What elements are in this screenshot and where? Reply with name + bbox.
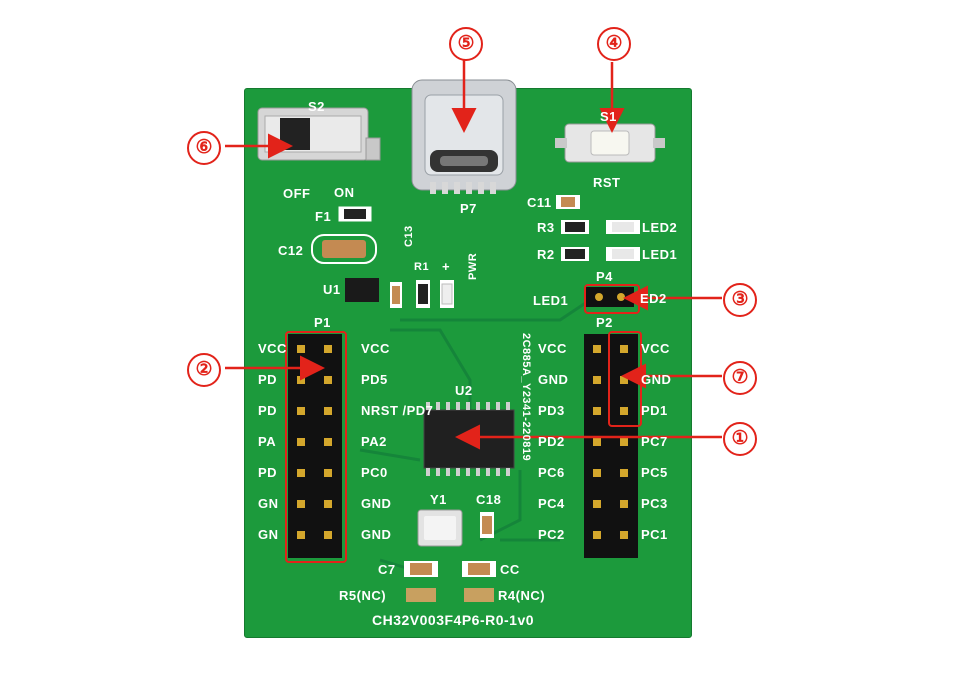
header-pin xyxy=(324,469,332,477)
label-c12: C12 xyxy=(278,243,304,258)
p1-left-pin-label: PD xyxy=(258,465,278,480)
callout-5: ⑤ xyxy=(449,27,483,61)
header-pin xyxy=(620,407,628,415)
label-s1: S1 xyxy=(600,109,617,124)
p1-left-pin-label: PD xyxy=(258,372,278,387)
p2-left-pin-label: PD2 xyxy=(538,434,565,449)
p2-right-pin-label: PC3 xyxy=(641,496,668,511)
label-plus: + xyxy=(442,259,451,274)
header-pin xyxy=(620,469,628,477)
label-led1-jumper: LED1 xyxy=(533,293,569,308)
header-pin xyxy=(324,500,332,508)
header-pin xyxy=(620,500,628,508)
p1-left-pin-label: VCC xyxy=(258,341,287,356)
label-c11: C11 xyxy=(527,195,552,210)
callout-2: ② xyxy=(187,353,221,387)
label-led2: LED2 xyxy=(642,220,678,235)
p1-right-pin-label: PD5 xyxy=(361,372,388,387)
label-u1: U1 xyxy=(323,282,341,297)
p1-right-pin-label: PA2 xyxy=(361,434,387,449)
label-c7: C7 xyxy=(378,562,396,577)
label-p4: P4 xyxy=(596,269,613,284)
header-pin xyxy=(297,407,305,415)
callout-3: ③ xyxy=(723,283,757,317)
p1-left-pin-label: PA xyxy=(258,434,277,449)
header-pin xyxy=(297,500,305,508)
p1-right-pin-label: GND xyxy=(361,496,392,511)
label-c18: C18 xyxy=(476,492,502,507)
p2-right-pin-label: PC5 xyxy=(641,465,668,480)
label-pwr: PWR xyxy=(467,252,479,280)
header-pin xyxy=(324,376,332,384)
p1-right-pin-label: NRST /PD7 xyxy=(361,403,434,418)
p2-left-pin-label: PC4 xyxy=(538,496,565,511)
label-r3: R3 xyxy=(537,220,555,235)
callout-1: ① xyxy=(723,422,757,456)
header-pin xyxy=(324,438,332,446)
p2-right-pin-label: VCC xyxy=(641,341,670,356)
label-rst: RST xyxy=(593,175,621,190)
label-r4: R4(NC) xyxy=(498,588,546,603)
p2-left-pin-label: VCC xyxy=(538,341,567,356)
label-led1: LED1 xyxy=(642,247,678,262)
p1-right-pin-label: GND xyxy=(361,527,392,542)
label-p2: P2 xyxy=(596,315,613,330)
p1-left-pin-label: PD xyxy=(258,403,278,418)
p2-left-pin-label: GND xyxy=(538,372,569,387)
label-p7: P7 xyxy=(460,201,477,216)
label-vertical-code: 2C885A_Y2341-220819 xyxy=(520,333,532,462)
p2-left-pin-label: PC2 xyxy=(538,527,565,542)
p2-left-pin-label: PC6 xyxy=(538,465,565,480)
label-r5: R5(NC) xyxy=(339,588,387,603)
header-pin xyxy=(620,438,628,446)
header-pin xyxy=(297,345,305,353)
label-on: ON xyxy=(334,185,355,200)
header-pin xyxy=(593,345,601,353)
label-led2-jumper: ED2 xyxy=(640,291,667,306)
header-pin xyxy=(324,345,332,353)
p2-left-pin-label: PD3 xyxy=(538,403,565,418)
callout-4: ④ xyxy=(597,27,631,61)
header-pin xyxy=(297,438,305,446)
header-pin xyxy=(593,376,601,384)
header-pin xyxy=(297,531,305,539)
header-pin xyxy=(620,345,628,353)
label-cc: CC xyxy=(500,562,520,577)
header-pin xyxy=(593,438,601,446)
p1-highlight-box xyxy=(285,331,347,563)
header-pin xyxy=(297,469,305,477)
header-pin xyxy=(593,407,601,415)
callout-7: ⑦ xyxy=(723,361,757,395)
label-off: OFF xyxy=(283,186,311,201)
label-y1: Y1 xyxy=(430,492,447,507)
p1-left-pin-label: GN xyxy=(258,527,279,542)
label-r1: R1 xyxy=(414,261,430,273)
label-c13: C13 xyxy=(403,225,415,247)
header-pin xyxy=(620,531,628,539)
p2-right-pin-label: PC7 xyxy=(641,434,668,449)
label-s2: S2 xyxy=(308,99,325,114)
header-pin xyxy=(324,531,332,539)
p1-right-pin-label: VCC xyxy=(361,341,390,356)
header-pin xyxy=(593,500,601,508)
p2-right-pin-label: PC1 xyxy=(641,527,668,542)
header-pin xyxy=(593,531,601,539)
label-r2: R2 xyxy=(537,247,555,262)
label-f1: F1 xyxy=(315,209,332,224)
label-p1: P1 xyxy=(314,315,331,330)
callout-6: ⑥ xyxy=(187,131,221,165)
p1-left-pin-label: GN xyxy=(258,496,279,511)
p2-right-pin-label: PD1 xyxy=(641,403,668,418)
header-pin xyxy=(324,407,332,415)
label-u2: U2 xyxy=(455,383,473,398)
p1-right-pin-label: PC0 xyxy=(361,465,388,480)
label-board-id: CH32V003F4P6-R0-1v0 xyxy=(372,612,535,628)
header-pin xyxy=(593,469,601,477)
p2-right-pin-label: GND xyxy=(641,372,672,387)
